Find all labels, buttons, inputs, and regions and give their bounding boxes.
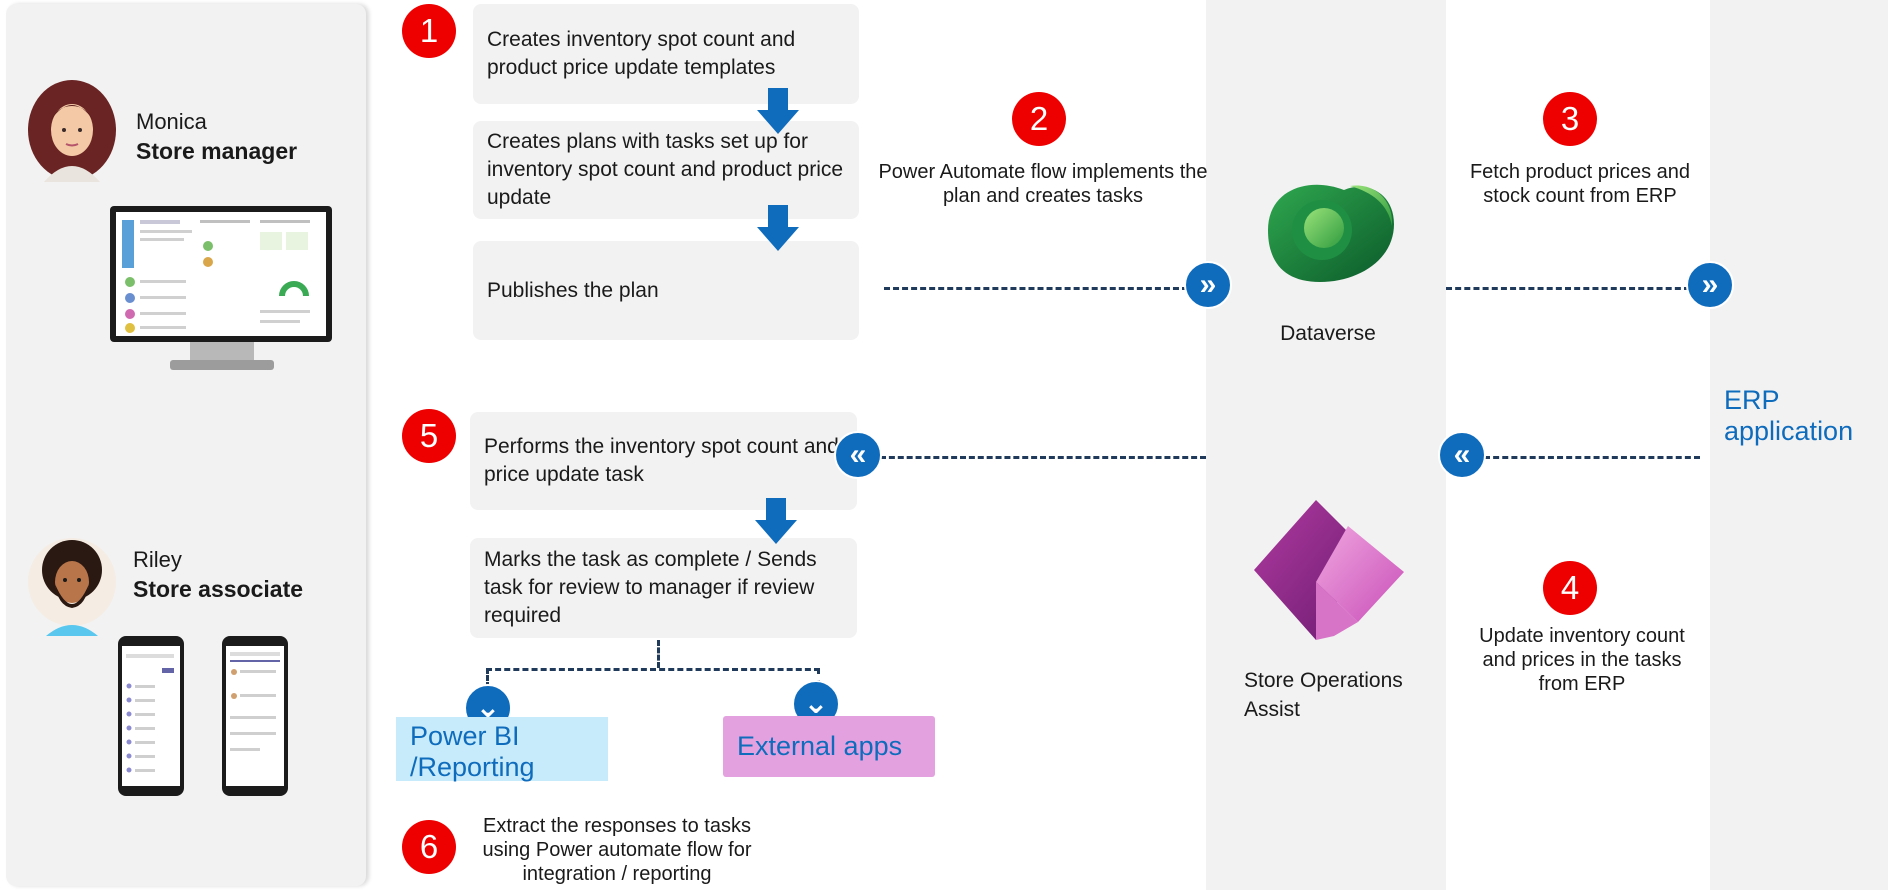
power-bi-reporting-box: Power BI /Reporting	[396, 717, 608, 782]
step-mark-complete-text: Marks the task as complete / Sends task …	[484, 548, 817, 627]
desktop-monitor-icon	[110, 206, 332, 378]
down-arrow-icon	[755, 498, 797, 544]
step-create-plans-text: Creates plans with tasks set up for inve…	[487, 130, 844, 209]
chevron-right-icon: »	[1184, 261, 1232, 309]
persona-role-riley: Store associate	[133, 576, 304, 602]
dataverse-logo	[1248, 170, 1396, 284]
step-badge-1: 1	[402, 4, 456, 58]
step-create-templates: Creates inventory spot count and product…	[473, 4, 859, 104]
connector-split	[486, 668, 820, 671]
step-badge-3: 3	[1543, 92, 1597, 146]
caption-step6: Extract the responses to tasks using Pow…	[482, 815, 752, 885]
chevron-left-icon: «	[1438, 431, 1486, 479]
caption-step2: Power Automate flow implements the plan …	[878, 161, 1208, 207]
monica-avatar	[26, 80, 118, 182]
systems-panel	[1206, 0, 1446, 890]
connector-dataverse-to-erp	[1446, 287, 1690, 290]
persona-name-monica: Monica	[136, 109, 207, 134]
step-badge-4: 4	[1543, 561, 1597, 615]
chevron-left-icon: «	[834, 431, 882, 479]
connector-storeops-to-task	[880, 456, 1206, 459]
step-perform-task: Performs the inventory spot count and pr…	[470, 412, 857, 510]
store-operations-logo	[1254, 498, 1404, 642]
step-badge-6: 6	[402, 820, 456, 874]
step-create-plans: Creates plans with tasks set up for inve…	[473, 121, 859, 219]
step-publish-plan: Publishes the plan	[473, 241, 859, 340]
connector-task-down	[657, 640, 660, 668]
connector-erp-to-storeops	[1484, 456, 1700, 459]
step-mark-complete: Marks the task as complete / Sends task …	[470, 538, 857, 638]
step-create-templates-text: Creates inventory spot count and product…	[487, 28, 796, 79]
riley-avatar	[26, 532, 118, 636]
persona-role-monica: Store manager	[136, 138, 298, 164]
down-arrow-icon	[757, 205, 799, 251]
caption-step3: Fetch product prices and stock count fro…	[1469, 161, 1691, 207]
mobile-phone-icon	[222, 636, 288, 796]
step-badge-5: 5	[402, 409, 456, 463]
erp-application-label: ERP application	[1724, 385, 1854, 446]
connector-to-powerbi	[486, 668, 489, 688]
down-arrow-icon	[757, 88, 799, 134]
connector-publish-to-dataverse	[884, 287, 1188, 290]
mobile-phone-icon	[118, 636, 184, 796]
store-operations-label: Store Operations Assist	[1244, 669, 1403, 721]
step-perform-task-text: Performs the inventory spot count and pr…	[484, 435, 839, 486]
dataverse-label: Dataverse	[1280, 322, 1376, 345]
persona-name-riley: Riley	[133, 547, 182, 572]
step-badge-2: 2	[1012, 92, 1066, 146]
chevron-right-icon: »	[1686, 261, 1734, 309]
external-apps-box: External apps	[723, 716, 935, 777]
step-publish-plan-text: Publishes the plan	[487, 278, 659, 302]
connector-to-external	[817, 668, 820, 686]
caption-step4: Update inventory count and prices in the…	[1479, 625, 1685, 695]
erp-panel	[1710, 0, 1888, 890]
